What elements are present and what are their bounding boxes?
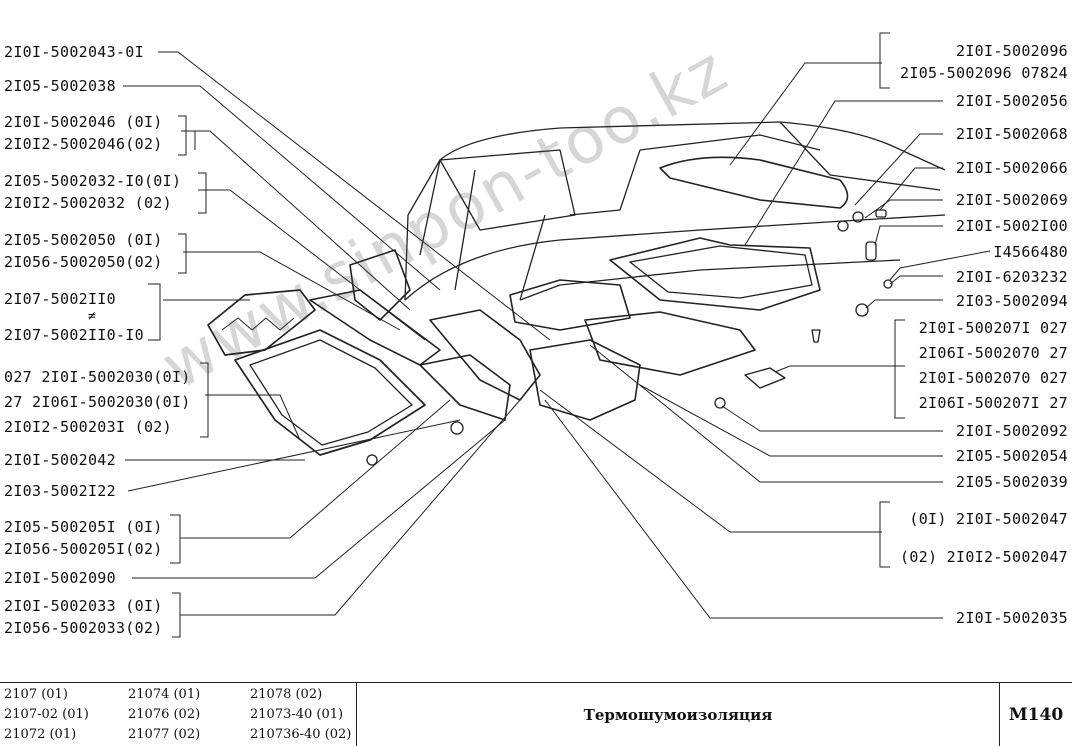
- tunnel-right: [419, 354, 511, 421]
- middle-floor-mat: [509, 279, 631, 331]
- part-number-label: I4566480: [993, 243, 1068, 261]
- rear-floor-mat: [609, 237, 821, 311]
- part-number-label: 2I05-5002038: [4, 77, 116, 95]
- section-code: M140: [1008, 704, 1064, 725]
- part-number-label: 2I0I-5002068: [956, 125, 1068, 143]
- hood-insulation: [207, 289, 316, 356]
- model-cell: 21077 (02): [128, 727, 201, 742]
- part-number-label: 2I0I2-500203I (02): [4, 418, 172, 436]
- plug-2: [852, 211, 864, 223]
- part-number-label: 2I0I-5002092: [956, 422, 1068, 440]
- part-number-label: 2I0I-5002033 (0I): [4, 597, 163, 615]
- model-cell: 21072 (01): [4, 727, 77, 742]
- tunnel-center: [429, 309, 541, 401]
- plug-4: [855, 303, 869, 317]
- part-number-label: 2I0I-5002035: [956, 609, 1068, 627]
- floor-front-left-inner: [249, 339, 413, 446]
- door-line: [569, 134, 821, 216]
- plug-7: [366, 454, 378, 466]
- pad-1: [865, 241, 877, 261]
- body-side: [404, 214, 946, 301]
- plug-1: [837, 220, 849, 232]
- part-number-label: 2I0I-5002070 027: [918, 369, 1068, 387]
- part-number-label: 2I0I-5002090: [4, 569, 116, 587]
- model-cell: 21074 (01): [128, 687, 201, 702]
- part-number-label: 2I05-5002096 07824: [900, 64, 1068, 82]
- part-number-label: 2I03-5002094: [956, 292, 1068, 310]
- title-block: 2107 (01) 21074 (01) 21078 (02) 2107-02 …: [0, 682, 1072, 746]
- sill-pad: [744, 367, 786, 389]
- clip-2: [811, 329, 821, 343]
- car-body-diagram: [123, 32, 991, 638]
- rear-floor-inner: [629, 245, 813, 299]
- part-number-label: 2I07-5002II0: [4, 290, 116, 308]
- page-title: Термошумоизоляция: [356, 683, 1000, 746]
- front-floor-mat: [584, 311, 756, 376]
- part-number-label: 2I05-5002054: [956, 447, 1068, 465]
- part-number-label: 2I06I-500207I 27: [918, 394, 1068, 412]
- model-cell: 2107 (01): [4, 687, 68, 702]
- part-number-label: 027 2I0I-5002030(0I): [4, 368, 191, 386]
- part-number-label: 2I07-5002II0-I0: [4, 326, 144, 344]
- part-number-label: 2I06I-5002070 27: [918, 344, 1068, 362]
- part-number-label: 2I0I-5002043-0I: [4, 43, 144, 61]
- part-number-label: 2I0I-5002096: [956, 42, 1068, 60]
- part-number-label: 2I05-5002032-I0(0I): [4, 172, 182, 190]
- part-number-label: ≠: [88, 309, 97, 324]
- roof-outline: [407, 121, 946, 216]
- part-number-label: (02) 2I0I2-5002047: [900, 548, 1068, 566]
- part-number-label: 2I056-5002033(02): [4, 619, 163, 637]
- dash-insulation: [349, 249, 411, 321]
- part-number-label: 2I0I-5002I00: [956, 217, 1068, 235]
- model-cell: 2107-02 (01): [4, 707, 89, 722]
- plug-3: [883, 279, 893, 289]
- sill-line: [519, 259, 901, 301]
- hood-pattern: [221, 317, 295, 331]
- plug-5: [714, 397, 726, 409]
- rear-window: [779, 121, 941, 191]
- parcel-shelf: [659, 156, 849, 209]
- windshield-outline: [404, 159, 546, 301]
- model-cell: 21078 (02): [250, 687, 323, 702]
- part-number-label: 2I05-5002039: [956, 473, 1068, 491]
- part-number-label: 2I056-5002050(02): [4, 253, 163, 271]
- part-number-label: 2I0I-500207I 027: [918, 319, 1068, 337]
- model-cell: 210736-40 (02): [250, 727, 352, 742]
- part-number-label: 2I0I-5002042: [4, 451, 116, 469]
- part-number-label: 2I0I-6203232: [956, 268, 1068, 286]
- part-number-label: 2I0I-5002069: [956, 191, 1068, 209]
- part-number-label: 2I0I-5002066: [956, 159, 1068, 177]
- part-number-label: 27 2I06I-5002030(0I): [4, 393, 191, 411]
- part-number-label: 2I0I-5002046 (0I): [4, 113, 163, 131]
- floor-center: [529, 339, 641, 421]
- plug-6: [450, 421, 464, 435]
- part-number-label: 2I056-500205I(02): [4, 540, 163, 558]
- clip-1: [875, 209, 887, 218]
- part-number-label: 2I0I2-5002046(02): [4, 135, 163, 153]
- part-number-label: 2I05-500205I (0I): [4, 518, 163, 536]
- part-number-label: 2I05-5002050 (0I): [4, 231, 163, 249]
- part-number-label: 2I03-5002I22: [4, 482, 116, 500]
- part-number-label: 2I0I-5002056: [956, 92, 1068, 110]
- model-cell: 21076 (02): [128, 707, 201, 722]
- floor-front-left: [234, 329, 426, 456]
- model-cell: 21073-40 (01): [250, 707, 344, 722]
- part-number-label: (0I) 2I0I-5002047: [909, 510, 1068, 528]
- part-number-label: 2I0I2-5002032 (02): [4, 194, 172, 212]
